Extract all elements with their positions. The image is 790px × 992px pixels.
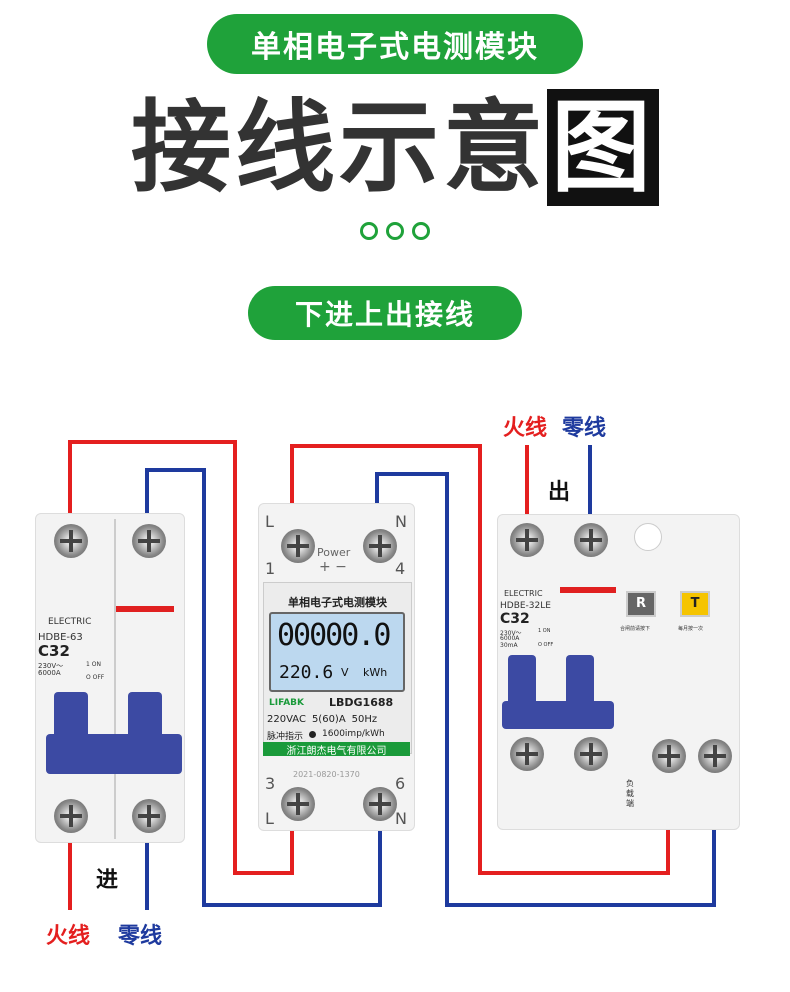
volt-unit: V <box>341 666 349 679</box>
red-indicator <box>116 606 174 612</box>
screw-icon <box>652 739 686 773</box>
screw-icon <box>510 737 544 771</box>
test-note: 每月按一次 <box>678 626 704 632</box>
right-on: 1 ON <box>538 628 551 634</box>
left-spec2: 6000A <box>38 669 61 677</box>
label-out: 出 <box>548 480 571 505</box>
screw-icon <box>574 523 608 557</box>
load-side-label: 负载端 <box>626 779 634 808</box>
polarity-label: + − <box>319 559 347 575</box>
right-spec2: 6000A <box>500 635 520 642</box>
imp-constant: 1600imp/kWh <box>322 729 385 739</box>
pulse-label: 脉冲指示 <box>267 732 304 742</box>
screw-icon <box>132 524 166 558</box>
label-live-bottom: 火线 <box>46 924 91 949</box>
red-indicator <box>560 587 616 593</box>
spec-frequency: 50Hz <box>351 714 378 725</box>
screw-icon <box>54 524 88 558</box>
meter-brand-logo: LIFABK <box>269 698 304 708</box>
main-title-boxed: 图 <box>547 89 659 206</box>
meter-model: LBDG1688 <box>329 696 394 709</box>
screw-icon <box>281 529 315 563</box>
kwh-unit: kWh <box>363 666 388 679</box>
wire-live-out <box>290 444 670 875</box>
term-L-top: L <box>265 512 274 531</box>
serial-date: 2021-0820-1370 <box>293 770 360 779</box>
label-live-top: 火线 <box>503 416 548 441</box>
energy-meter: L N 1 4 Power + − 单相电子式电测模块 00000.0 220.… <box>258 503 415 831</box>
test-button[interactable]: T <box>680 591 710 617</box>
wire-neutral-out <box>375 472 716 907</box>
left-off: O OFF <box>86 674 105 681</box>
screw-icon <box>363 529 397 563</box>
decor-dots <box>360 222 430 240</box>
label-in: 进 <box>96 868 119 893</box>
right-rating: C32 <box>500 611 530 627</box>
spec-voltage: 220VAC <box>267 714 306 725</box>
reset-button[interactable]: R <box>626 591 656 617</box>
screw-icon <box>510 523 544 557</box>
term-4: 4 <box>395 559 406 578</box>
screw-icon <box>132 799 166 833</box>
wire-neutral-in <box>145 468 382 907</box>
pulse-led-icon <box>309 731 317 738</box>
handle-bar[interactable] <box>502 701 614 729</box>
energy-reading: 00000.0 <box>277 618 391 653</box>
right-model: HDBE-32LE <box>500 601 551 611</box>
right-spec3: 30mA <box>500 642 518 649</box>
wire-live-in <box>68 440 294 875</box>
right-spec1: 230V～ <box>500 630 522 637</box>
term-1: 1 <box>265 559 276 578</box>
main-title-text: 接线示意 <box>131 89 547 206</box>
right-brand: ELECTRIC <box>504 589 543 598</box>
left-breaker: ELECTRIC HDBE-63 C32 230V～ 6000A 1 ON O … <box>35 513 185 843</box>
handle-bar[interactable] <box>46 734 182 774</box>
left-on: 1 ON <box>86 661 101 668</box>
manufacturer: 浙江朗杰电气有限公司 <box>263 742 410 757</box>
label-neutral-top: 零线 <box>562 416 607 441</box>
term-3: 3 <box>265 774 276 793</box>
screw-icon <box>574 737 608 771</box>
right-breaker: ELECTRIC HDBE-32LE C32 230V～ 6000A 30mA … <box>497 514 740 830</box>
screw-icon <box>363 787 397 821</box>
label-neutral-bottom: 零线 <box>118 924 163 949</box>
subtitle-pill: 下进上出接线 <box>248 286 522 340</box>
left-spec1: 230V～ <box>38 662 64 670</box>
main-title: 接线示意图 <box>0 88 790 208</box>
left-rating: C32 <box>38 642 70 660</box>
meter-title: 单相电子式电测模块 <box>288 596 387 609</box>
term-N-top: N <box>395 512 407 531</box>
voltage-reading: 220.6 <box>279 662 334 683</box>
test-window <box>634 523 662 551</box>
left-brand: ELECTRIC <box>48 617 92 627</box>
spec-current: 5(60)A <box>311 714 346 725</box>
term-L-bottom: L <box>265 809 274 828</box>
screw-icon <box>54 799 88 833</box>
screw-icon <box>698 739 732 773</box>
term-N-bottom: N <box>395 809 407 828</box>
title-pill: 单相电子式电测模块 <box>207 14 583 74</box>
term-6: 6 <box>395 774 406 793</box>
left-model: HDBE-63 <box>38 632 83 643</box>
reset-note: 合闸前请按下 <box>620 626 651 632</box>
lcd-display: 00000.0 220.6 V kWh <box>269 612 405 692</box>
power-label: Power <box>317 546 351 559</box>
screw-icon <box>281 787 315 821</box>
right-off: O OFF <box>538 642 554 648</box>
